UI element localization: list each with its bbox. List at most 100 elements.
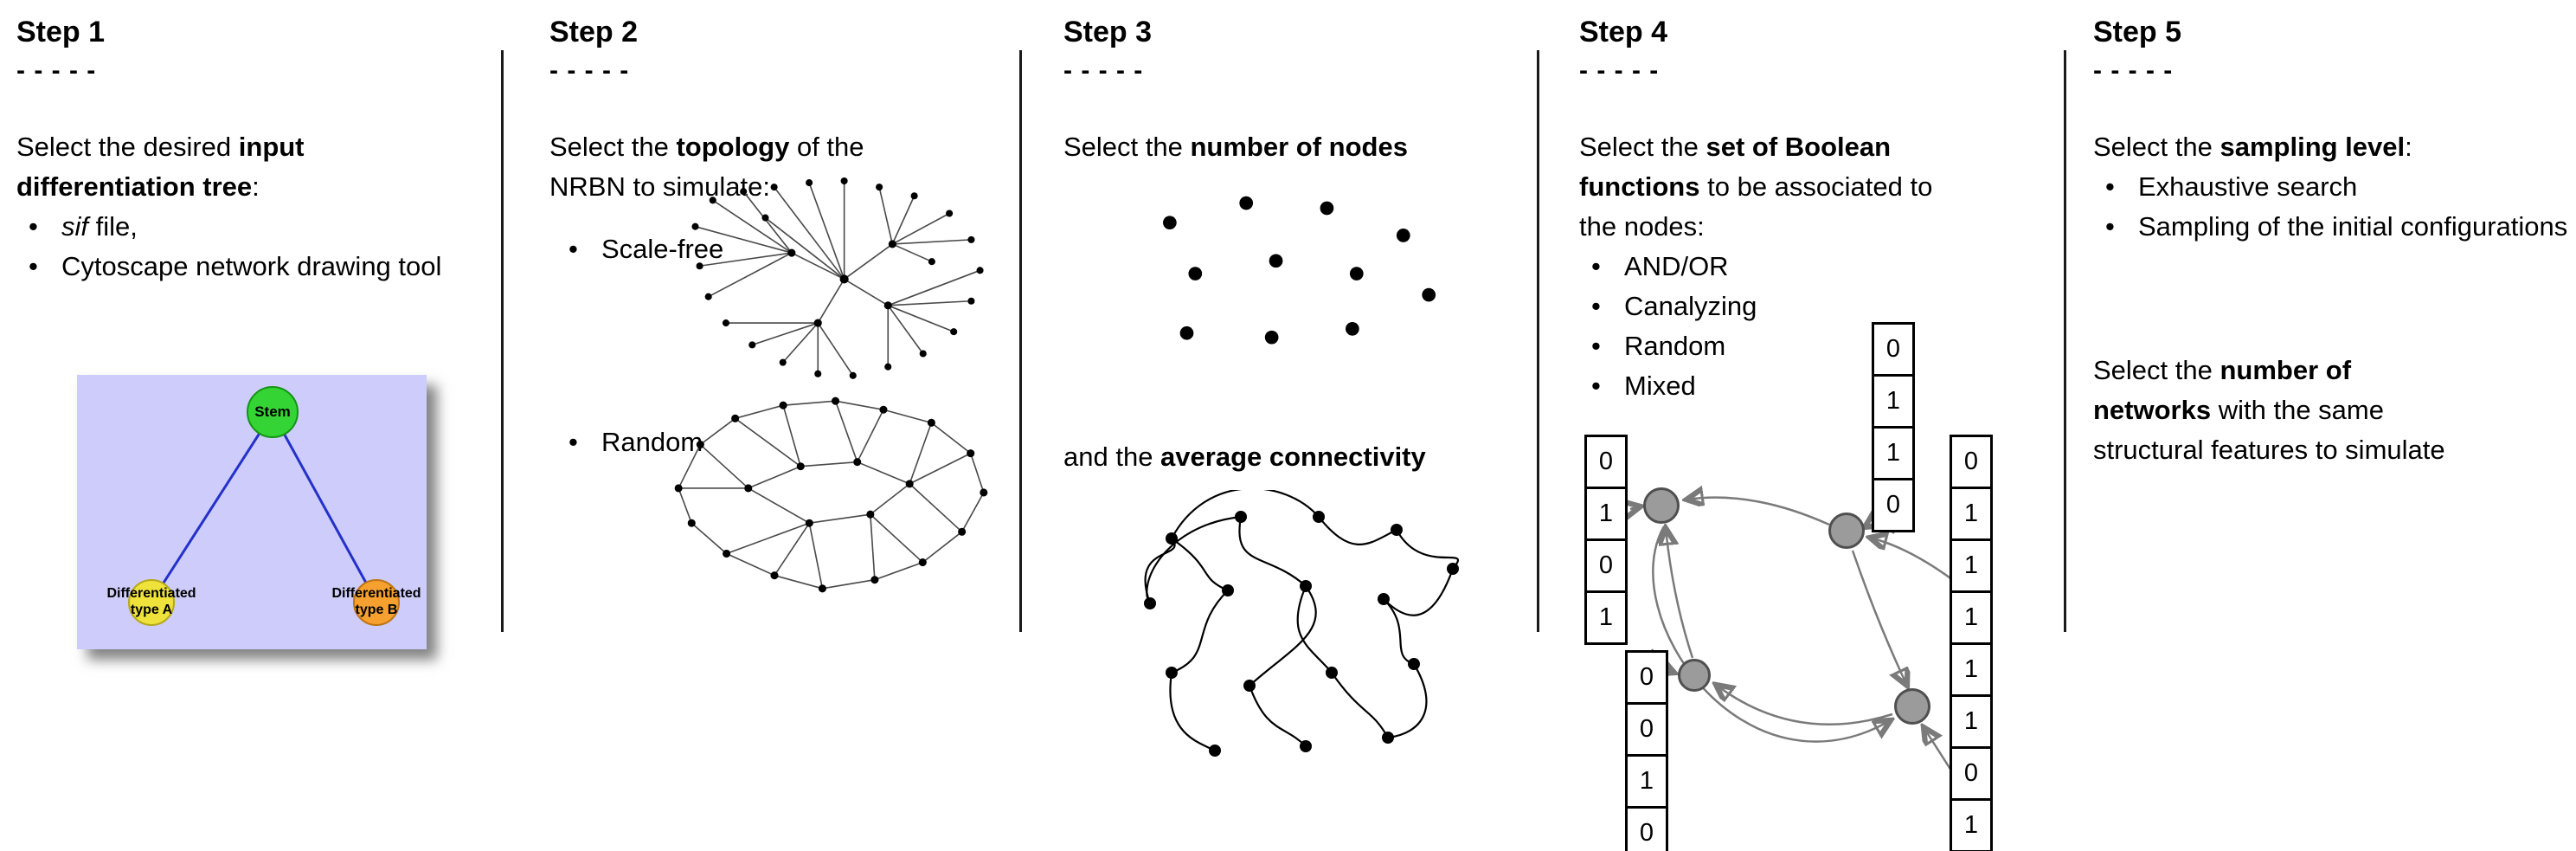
step-1-column: Step 1 - - - - - Select the desired inpu…: [16, 16, 505, 649]
truth-table-cell: 1: [1625, 754, 1668, 809]
truth-table-left: 0 1 0 1: [1584, 435, 1628, 645]
text-segment-bold: differentiation tree: [16, 171, 253, 202]
truth-table-cell: 0: [1950, 435, 1993, 489]
truth-table-cell: 0: [1625, 702, 1668, 757]
truth-table-cell: 0: [1625, 806, 1668, 851]
bullet-marker: •: [1591, 291, 1601, 321]
text-segment-bold: sampling level: [2219, 132, 2406, 162]
text-segment: and the: [1063, 442, 1161, 472]
step-1-instruction: Select the desired input differentiation…: [16, 127, 505, 207]
text-segment: :: [252, 171, 260, 202]
step-4-instruction: Select the set of Boolean functions to b…: [1579, 127, 1986, 247]
text-segment: Select the: [1063, 132, 1191, 162]
step-3-column: Step 3 - - - - - Select the number of no…: [1063, 16, 1539, 757]
text-segment-bold: average connectivity: [1160, 442, 1426, 472]
list-item-label: Canalyzing: [1624, 291, 1757, 321]
bullet-marker: •: [29, 211, 38, 242]
truth-table-cell: 1: [1872, 426, 1915, 480]
list-item-random-functions: • Random: [1579, 326, 2064, 366]
bullet-marker: •: [29, 251, 38, 281]
dashes-separator: - - - - -: [549, 56, 630, 85]
text-line: the nodes:: [1579, 211, 1705, 242]
truth-table-cell: 1: [1872, 374, 1915, 429]
truth-table-cell: 1: [1950, 538, 1993, 593]
tangle-nodes: [1144, 511, 1459, 757]
column-divider: [1537, 50, 1539, 632]
dashes-separator: - - - - -: [16, 56, 97, 85]
list-item-label: Random: [1624, 331, 1726, 361]
tree-node-label: Differentiated type A: [106, 586, 196, 617]
step-5-title: Step 5: [2093, 16, 2182, 48]
step-4-title: Step 4: [1579, 16, 1668, 48]
node-scatter-illustration: [1163, 196, 1436, 345]
truth-table-cell: 1: [1950, 590, 1993, 645]
truth-table-cell: 1: [1584, 590, 1628, 645]
text-line: differentiation tree:: [16, 167, 505, 207]
step-3-instruction-connectivity: and the average connectivity: [1063, 437, 1539, 477]
tree-node-label: Differentiated type B: [331, 586, 421, 617]
text-segment: Select the: [2093, 355, 2220, 385]
network-node: [1678, 659, 1711, 692]
differentiation-tree-image: Stem Differentiated type A Differentiate…: [77, 375, 427, 649]
bullet-marker: •: [1591, 371, 1601, 401]
dashes-separator: - - - - -: [1579, 56, 1660, 85]
truth-table-cell: 1: [1950, 694, 1993, 749]
list-item-sif-file: • sif file,: [16, 207, 505, 247]
text-segment: of the: [789, 132, 864, 162]
truth-table-top: 0 1 1 0: [1872, 322, 1915, 532]
column-divider: [2064, 50, 2066, 632]
text-line: Select the desired input: [16, 127, 505, 167]
boolean-network-illustration: 0 1 0 1 0 1 1 0 0 0 1 0 0 1 1 1: [1579, 320, 2016, 851]
text-line: functions to be associated to: [1579, 167, 1986, 207]
text-segment: Select the: [549, 132, 677, 162]
text-segment-bold: functions: [1579, 171, 1700, 202]
list-item-sampling-initial: • Sampling of the initial configurations: [2093, 207, 2575, 247]
text-segment: Select the: [1579, 132, 1706, 162]
bullet-marker: •: [1591, 331, 1601, 361]
text-segment: Select the: [2093, 132, 2220, 162]
list-item-label: AND/OR: [1624, 251, 1729, 281]
truth-table-cell: 0: [1872, 322, 1915, 377]
list-item-cytoscape: • Cytoscape network drawing tool: [16, 247, 505, 287]
random-edges: [678, 400, 985, 590]
tree-node-type-b: [353, 579, 400, 626]
text-segment: file,: [88, 211, 138, 242]
list-item-exhaustive-search: • Exhaustive search: [2093, 167, 2575, 207]
step-5-instruction-networks: Select the number of networks with the s…: [2093, 351, 2576, 470]
text-segment: Select the desired: [16, 132, 239, 162]
connectivity-graph-illustration: [1144, 490, 1459, 757]
text-segment-bold: set of Boolean: [1706, 132, 1892, 162]
bullet-marker: •: [2105, 211, 2115, 242]
network-node: [1643, 487, 1680, 524]
scale-free-network-illustration: [691, 177, 984, 379]
step-2-title: Step 2: [549, 16, 639, 48]
truth-table-bottom-left: 0 0 1 0: [1625, 650, 1668, 851]
list-item-and-or: • AND/OR: [1579, 247, 2064, 287]
list-item-mixed: • Mixed: [1579, 366, 2064, 406]
text-segment-bold: topology: [676, 132, 790, 162]
random-nodes: [674, 396, 988, 593]
truth-table-cell: 0: [1584, 435, 1628, 489]
list-item-canalyzing: • Canalyzing: [1579, 287, 2064, 326]
text-segment-italic: sif: [61, 211, 88, 242]
truth-table-cell: 0: [1872, 478, 1915, 532]
dashes-separator: - - - - -: [1063, 56, 1144, 85]
list-item-label: Cytoscape network drawing tool: [61, 251, 442, 281]
tree-node-type-a: [128, 579, 175, 626]
scale-free-nodes: [691, 177, 984, 379]
bullet-marker: •: [2105, 171, 2115, 202]
truth-table-cell: 0: [1584, 538, 1628, 593]
step-5-instruction-sampling: Select the sampling level:: [2093, 127, 2575, 167]
truth-table-cell: 0: [1625, 650, 1668, 705]
scale-free-edges: [695, 181, 980, 377]
tree-edges: [150, 412, 378, 603]
truth-table-cell: 1: [1950, 487, 1993, 541]
step-2-instruction: Select the topology of the NRBN to simul…: [549, 127, 973, 207]
list-item-label: Random: [601, 427, 703, 457]
step-4-column: Step 4 - - - - - Select the set of Boole…: [1579, 16, 2064, 851]
truth-table-cell: 0: [1950, 746, 1993, 801]
step-3-title: Step 3: [1063, 16, 1153, 48]
text-segment-bold: number of: [2219, 355, 2352, 385]
text-segment: :: [2405, 132, 2412, 162]
